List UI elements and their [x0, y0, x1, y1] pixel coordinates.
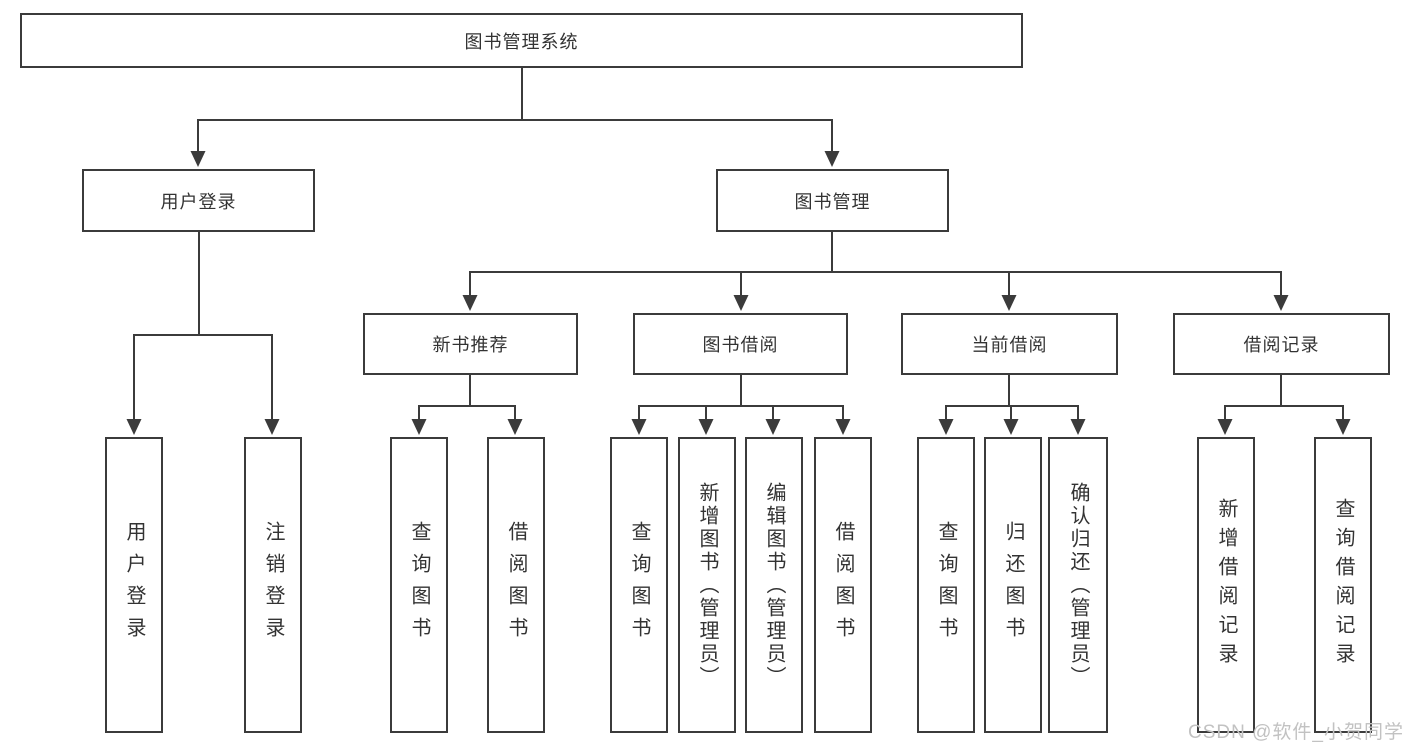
leaf-search-borrow-record: 查询借阅记录 [1314, 437, 1372, 733]
connector-current-to-leaves [945, 375, 1079, 420]
connector-recommend-to-leaves [418, 375, 516, 420]
leaf-confirm-return-admin: 确认归还（管理员） [1048, 437, 1108, 733]
arrow-icon [1070, 419, 1086, 435]
arrow-icon [698, 419, 714, 435]
leaf-borrow-books: 借阅图书 [814, 437, 872, 733]
connector-root-to-level2 [197, 68, 833, 152]
node-root-system: 图书管理系统 [20, 13, 1023, 68]
arrow-icon [1217, 419, 1233, 435]
arrow-icon [765, 419, 781, 435]
arrow-icon [462, 295, 478, 311]
leaf-add-borrow-record: 新增借阅记录 [1197, 437, 1255, 733]
leaf-borrow-books-recommend: 借阅图书 [487, 437, 545, 733]
connector-bookmgmt-to-level3 [469, 232, 1282, 296]
leaf-search-books-current: 查询图书 [917, 437, 975, 733]
leaf-return-books: 归还图书 [984, 437, 1042, 733]
node-current-borrow: 当前借阅 [901, 313, 1118, 375]
connector-userlogin-to-leaves [133, 232, 273, 420]
leaf-add-books-admin: 新增图书（管理员） [678, 437, 736, 733]
arrow-icon [1335, 419, 1351, 435]
arrow-icon [1001, 295, 1017, 311]
node-new-book-recommend: 新书推荐 [363, 313, 578, 375]
arrow-icon [631, 419, 647, 435]
leaf-edit-books-admin: 编辑图书（管理员） [745, 437, 803, 733]
arrow-icon [507, 419, 523, 435]
arrow-icon [1273, 295, 1289, 311]
node-user-login: 用户登录 [82, 169, 315, 232]
arrow-icon [824, 151, 840, 167]
leaf-user-login: 用户登录 [105, 437, 163, 733]
arrow-icon [190, 151, 206, 167]
leaf-search-books-borrow: 查询图书 [610, 437, 668, 733]
arrow-icon [1003, 419, 1019, 435]
node-borrow-records: 借阅记录 [1173, 313, 1390, 375]
connector-records-to-leaves [1224, 375, 1344, 420]
node-book-management: 图书管理 [716, 169, 949, 232]
watermark: CSDN @软件_小贺同学 [1188, 722, 1404, 743]
arrow-icon [938, 419, 954, 435]
connector-borrow-to-leaves [638, 375, 844, 420]
arrow-icon [411, 419, 427, 435]
arrow-icon [264, 419, 280, 435]
arrow-icon [126, 419, 142, 435]
arrow-icon [733, 295, 749, 311]
leaf-logout: 注销登录 [244, 437, 302, 733]
leaf-search-books-recommend: 查询图书 [390, 437, 448, 733]
node-book-borrow: 图书借阅 [633, 313, 848, 375]
arrow-icon [835, 419, 851, 435]
